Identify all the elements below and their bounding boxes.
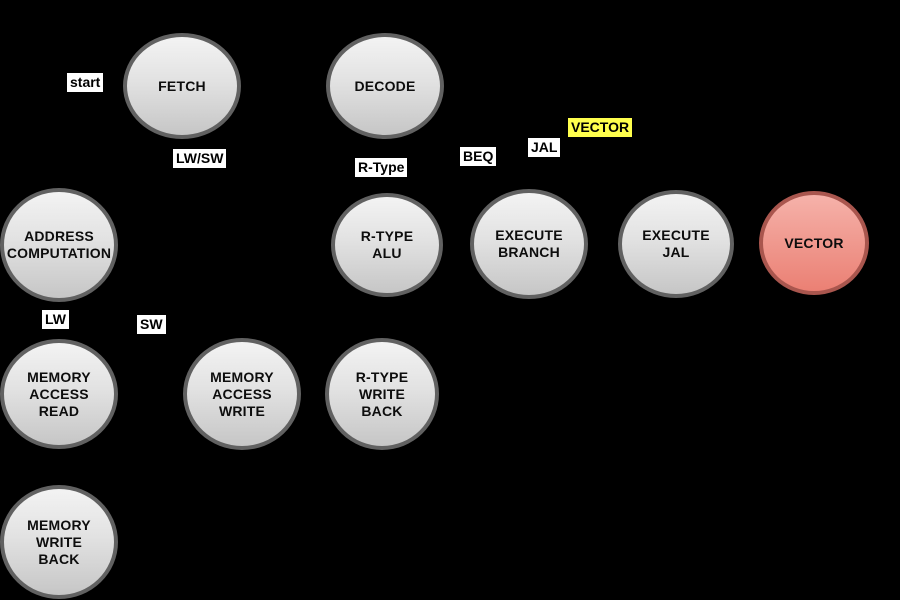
state-node-r-type-write-back[interactable]: R-TYPE WRITE BACK xyxy=(325,338,439,450)
state-node-label-memory-access-write: MEMORY ACCESS WRITE xyxy=(210,368,274,419)
state-node-r-type-alu[interactable]: R-TYPE ALU xyxy=(331,193,443,297)
edge-label-vector[interactable]: VECTOR xyxy=(568,118,633,137)
edge-label-lw[interactable]: LW xyxy=(42,310,69,329)
state-node-label-memory-write-back: MEMORY WRITE BACK xyxy=(27,516,91,567)
edge-label-start[interactable]: start xyxy=(67,73,104,92)
edge-label-beq[interactable]: BEQ xyxy=(460,147,497,166)
state-node-decode[interactable]: DECODE xyxy=(326,33,444,139)
state-node-vector[interactable]: VECTOR xyxy=(759,191,869,295)
state-node-execute-branch[interactable]: EXECUTE BRANCH xyxy=(470,189,588,299)
state-node-label-memory-access-read: MEMORY ACCESS READ xyxy=(27,368,91,419)
state-node-memory-access-read[interactable]: MEMORY ACCESS READ xyxy=(0,339,118,449)
edge-label-sw[interactable]: SW xyxy=(137,315,166,334)
state-node-label-address-computation: ADDRESS COMPUTATION xyxy=(6,228,112,261)
state-node-label-execute-jal: EXECUTE JAL xyxy=(642,227,710,260)
state-node-label-decode: DECODE xyxy=(354,77,416,94)
state-node-label-execute-branch: EXECUTE BRANCH xyxy=(495,227,563,260)
state-node-address-computation[interactable]: ADDRESS COMPUTATION xyxy=(0,188,118,302)
edge-label-lw-sw[interactable]: LW/SW xyxy=(173,149,227,168)
state-node-fetch[interactable]: FETCH xyxy=(123,33,241,139)
state-node-label-fetch: FETCH xyxy=(158,77,206,94)
state-node-execute-jal[interactable]: EXECUTE JAL xyxy=(618,190,734,298)
state-node-label-r-type-alu: R-TYPE ALU xyxy=(360,228,414,261)
state-node-memory-access-write[interactable]: MEMORY ACCESS WRITE xyxy=(183,338,301,450)
state-node-label-r-type-write-back: R-TYPE WRITE BACK xyxy=(355,368,409,419)
state-node-label-vector: VECTOR xyxy=(784,234,844,251)
edge-label-jal[interactable]: JAL xyxy=(528,138,561,157)
edge-label-r-type[interactable]: R-Type xyxy=(355,158,408,177)
state-node-memory-write-back[interactable]: MEMORY WRITE BACK xyxy=(0,485,118,599)
